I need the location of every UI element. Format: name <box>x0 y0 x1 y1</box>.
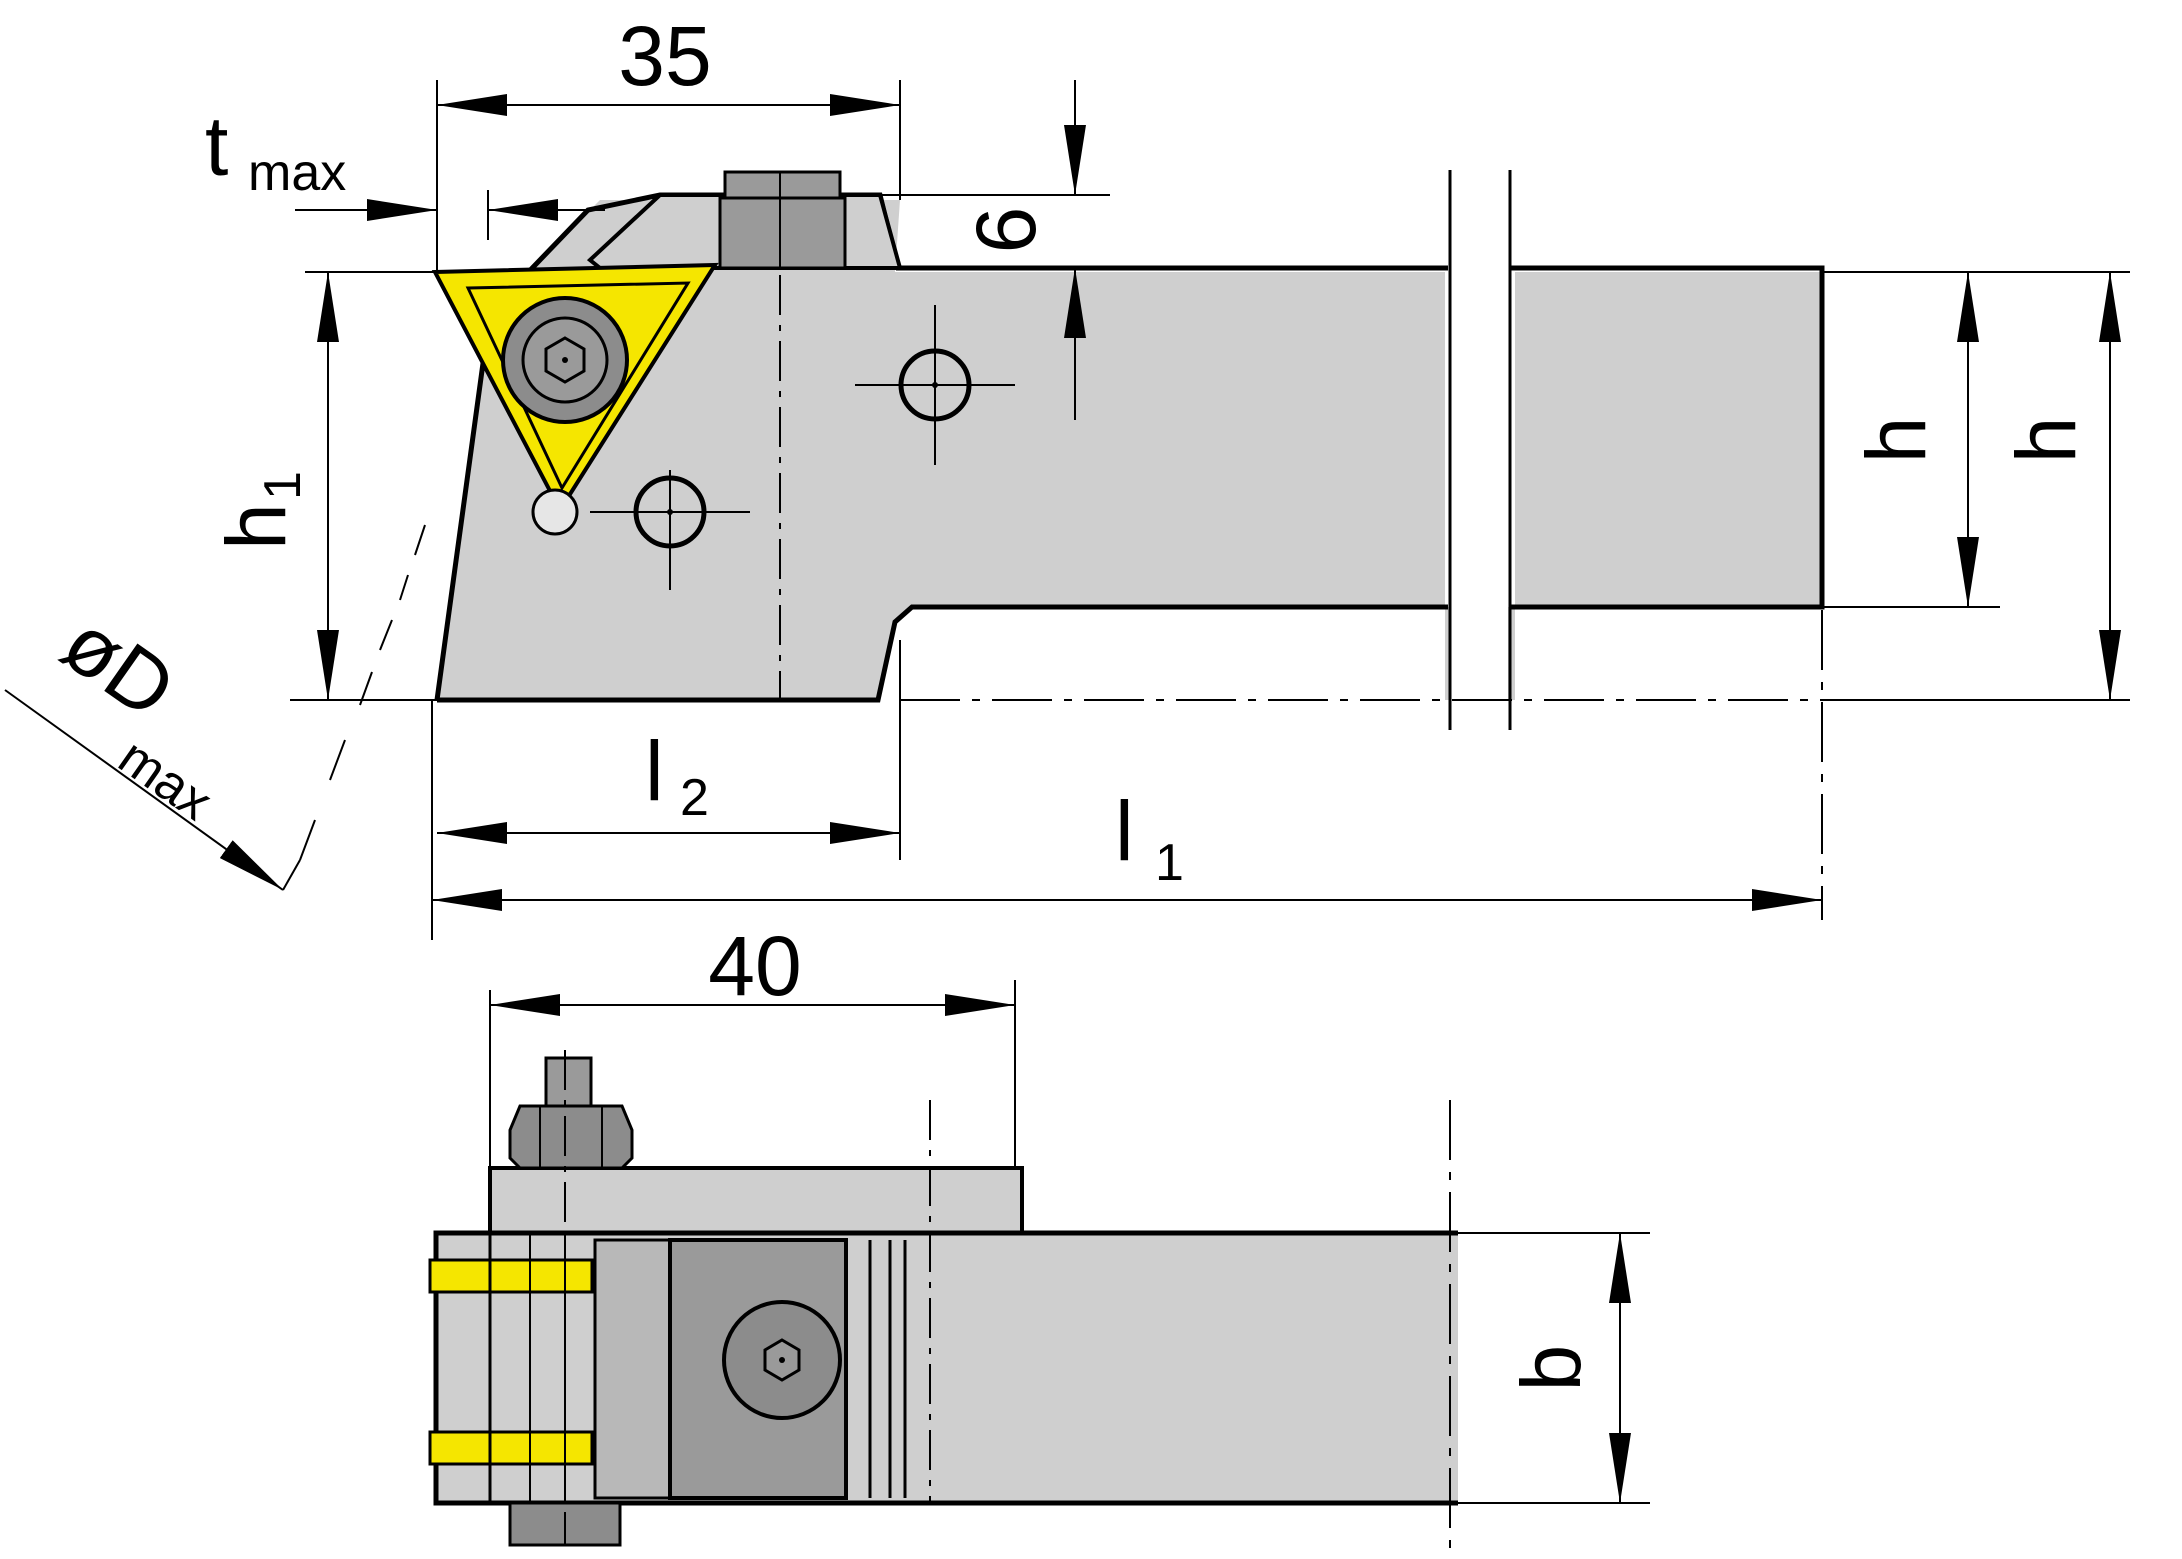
d-max-label: øD <box>46 595 192 736</box>
clamp-plate <box>488 1166 1024 1235</box>
l1-sub: 1 <box>1155 834 1184 892</box>
l1-label: l <box>1115 784 1134 878</box>
side-view <box>431 170 1850 920</box>
side-dimensions <box>4 80 2130 940</box>
dim-35-label: 35 <box>618 9 711 103</box>
insert-top-1 <box>428 1258 594 1294</box>
tmax-label: t <box>205 99 228 193</box>
dim-40-label: 40 <box>708 919 801 1013</box>
h-inner-label: h <box>1849 417 1943 464</box>
d-max-sub: max <box>108 728 222 832</box>
h-outer-label: h <box>1999 417 2093 464</box>
clamp-screw-top <box>723 170 842 202</box>
insert-top-2 <box>428 1430 594 1466</box>
b-label: b <box>1504 1345 1598 1392</box>
nut <box>508 1104 634 1170</box>
l2-sub: 2 <box>680 769 709 827</box>
dim-6-label: 6 <box>959 207 1053 254</box>
top-dimensions <box>489 980 1650 1504</box>
top-view <box>428 1050 1458 1559</box>
h1-sub: 1 <box>254 471 312 500</box>
stud <box>544 1056 593 1108</box>
h1-label: h <box>209 503 303 550</box>
l2-label: l <box>645 724 664 818</box>
shank-side <box>437 200 1822 700</box>
tmax-sub: max <box>248 144 346 202</box>
